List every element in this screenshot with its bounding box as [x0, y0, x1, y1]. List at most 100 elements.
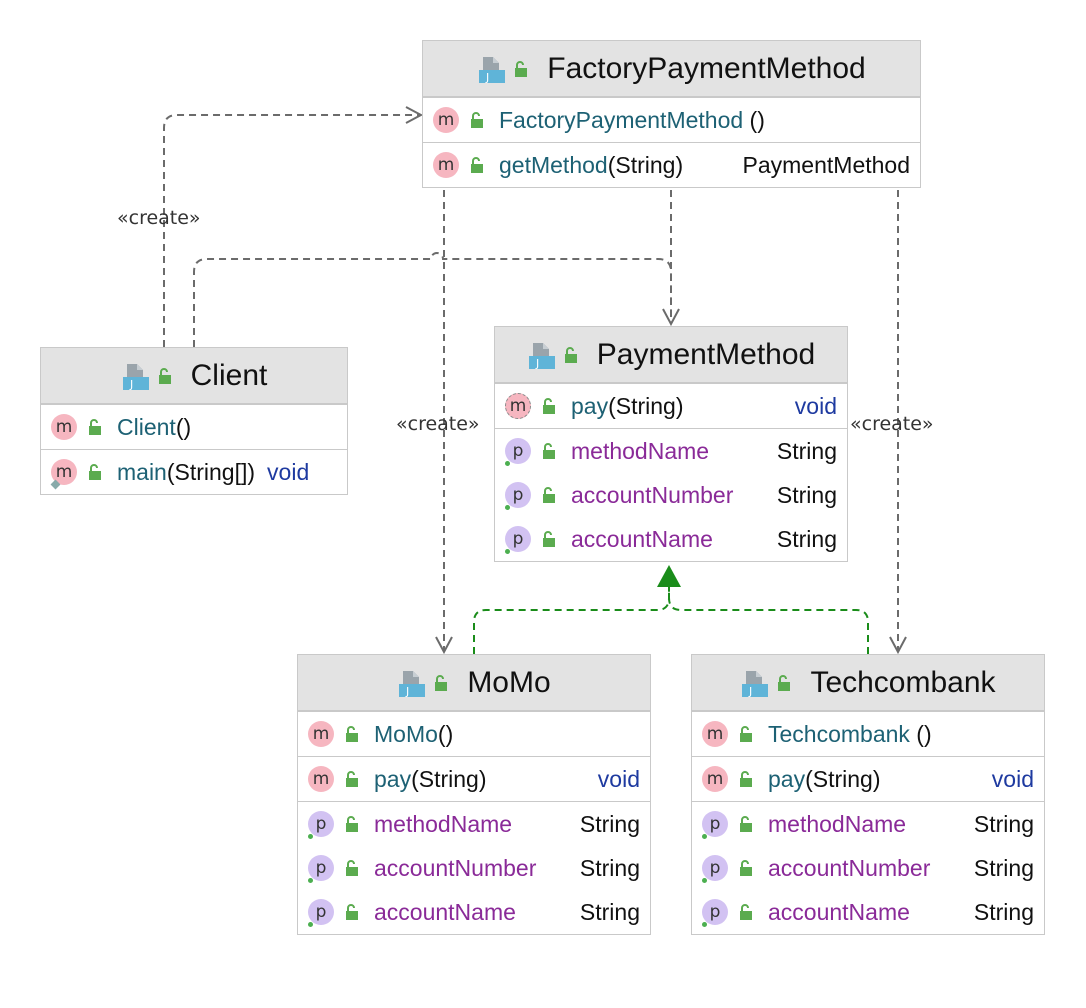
field-row[interactable]: p accountNumber String	[298, 846, 650, 890]
field-marker-icon	[702, 878, 707, 883]
field-row[interactable]: p methodName String	[495, 429, 847, 473]
constructor-name: Techcombank	[768, 720, 910, 747]
class-name: Client	[190, 358, 268, 392]
method-badge: m	[702, 766, 728, 792]
method-row[interactable]: m pay(String) void	[692, 757, 1044, 801]
class-header: J Techcombank	[692, 655, 1044, 711]
field-badge: p	[702, 855, 728, 881]
field-badge: p	[702, 899, 728, 925]
field-badge: p	[308, 899, 334, 925]
svg-text:J: J	[748, 685, 752, 698]
public-lock-icon	[543, 531, 555, 547]
class-header: J Client	[41, 348, 347, 404]
field-marker-icon	[308, 834, 313, 839]
public-lock-icon	[543, 443, 555, 459]
field-name: accountNumber	[768, 854, 931, 881]
edge-label-client-factory: «create»	[117, 207, 201, 229]
method-return-type: void	[267, 458, 310, 485]
java-abstract-class-icon: J	[528, 342, 555, 370]
arrowhead-momo	[435, 636, 453, 655]
field-row[interactable]: p accountName String	[692, 890, 1044, 934]
java-class-icon: J	[399, 670, 426, 698]
method-row[interactable]: m pay(String) void	[495, 384, 847, 428]
field-type: String	[579, 810, 640, 837]
method-badge: m	[308, 721, 334, 747]
field-name: accountNumber	[571, 481, 734, 508]
field-row[interactable]: p methodName String	[692, 802, 1044, 846]
method-row[interactable]: m getMethod(String) PaymentMethod	[423, 143, 920, 187]
method-params: (String[])	[166, 458, 256, 485]
fields-section: p methodName String p accountNumber Stri…	[692, 801, 1044, 934]
constructors-section: m MoMo()	[298, 711, 650, 756]
public-lock-icon	[740, 771, 752, 787]
field-marker-icon	[702, 834, 707, 839]
public-lock-icon	[346, 860, 358, 876]
fields-section: p methodName String p accountNumber Stri…	[495, 428, 847, 561]
method-row[interactable]: m main(String[]) void	[41, 450, 347, 494]
realization-techcombank	[668, 586, 869, 654]
field-name: accountName	[571, 525, 713, 552]
public-lock-icon	[346, 904, 358, 920]
java-class-icon: J	[742, 670, 769, 698]
public-lock-icon	[435, 674, 448, 691]
constructor-name: Client	[117, 413, 176, 440]
method-return-type: void	[597, 765, 640, 792]
field-marker-icon	[505, 549, 510, 554]
java-class-icon: J	[479, 56, 506, 84]
constructor-params: ()	[743, 106, 765, 133]
method-row[interactable]: m pay(String) void	[298, 757, 650, 801]
class-header: J MoMo	[298, 655, 650, 711]
field-marker-icon	[702, 922, 707, 927]
class-techcombank[interactable]: J Techcombank m Techcombank () m pay(Str…	[691, 654, 1045, 935]
method-name: pay	[374, 765, 412, 792]
constructors-section: m Client()	[41, 404, 347, 449]
constructor-row[interactable]: m FactoryPaymentMethod ()	[423, 98, 920, 142]
field-row[interactable]: p accountName String	[495, 517, 847, 561]
constructor-row[interactable]: m Techcombank ()	[692, 712, 1044, 756]
field-badge: p	[505, 482, 531, 508]
field-type: String	[776, 481, 837, 508]
method-badge: m	[702, 721, 728, 747]
java-class-icon: J	[122, 363, 149, 391]
public-lock-icon	[740, 726, 752, 742]
class-factorypaymentmethod[interactable]: J FactoryPaymentMethod m FactoryPaymentM…	[422, 40, 921, 188]
field-row[interactable]: p accountName String	[298, 890, 650, 934]
field-row[interactable]: p accountNumber String	[692, 846, 1044, 890]
class-name: MoMo	[467, 665, 551, 699]
constructors-section: m Techcombank ()	[692, 711, 1044, 756]
method-badge: m	[51, 414, 77, 440]
method-badge: m	[433, 152, 459, 178]
public-lock-icon	[346, 726, 358, 742]
methods-section: m main(String[]) void	[41, 449, 347, 494]
public-lock-icon	[515, 60, 528, 77]
class-client[interactable]: J Client m Client() m main(String[]) voi…	[40, 347, 348, 495]
field-badge: p	[505, 438, 531, 464]
public-lock-icon	[543, 398, 555, 414]
field-type: String	[776, 437, 837, 464]
method-badge: m	[433, 107, 459, 133]
method-params: (String)	[805, 765, 881, 792]
constructor-row[interactable]: m MoMo()	[298, 712, 650, 756]
constructor-row[interactable]: m Client()	[41, 405, 347, 449]
svg-text:J: J	[405, 685, 409, 698]
field-marker-icon	[505, 505, 510, 510]
public-lock-icon	[543, 487, 555, 503]
abstract-method-badge: m	[505, 393, 531, 419]
edge-label-factory-techcombank: «create»	[850, 413, 934, 435]
method-name: pay	[571, 392, 609, 419]
methods-section: m pay(String) void	[495, 383, 847, 428]
class-paymentmethod[interactable]: J PaymentMethod m pay(String) void p met…	[494, 326, 848, 562]
class-header: J FactoryPaymentMethod	[423, 41, 920, 97]
fields-section: p methodName String p accountNumber Stri…	[298, 801, 650, 934]
method-params: (String)	[607, 151, 684, 178]
field-name: accountNumber	[374, 854, 537, 881]
field-row[interactable]: p methodName String	[298, 802, 650, 846]
field-type: String	[579, 898, 640, 925]
constructor-name: MoMo	[374, 720, 438, 747]
realization-momo	[473, 586, 670, 654]
class-momo[interactable]: J MoMo m MoMo() m pay(String) void p met…	[297, 654, 651, 935]
field-badge: p	[308, 811, 334, 837]
class-name: Techcombank	[810, 665, 996, 699]
field-row[interactable]: p accountNumber String	[495, 473, 847, 517]
